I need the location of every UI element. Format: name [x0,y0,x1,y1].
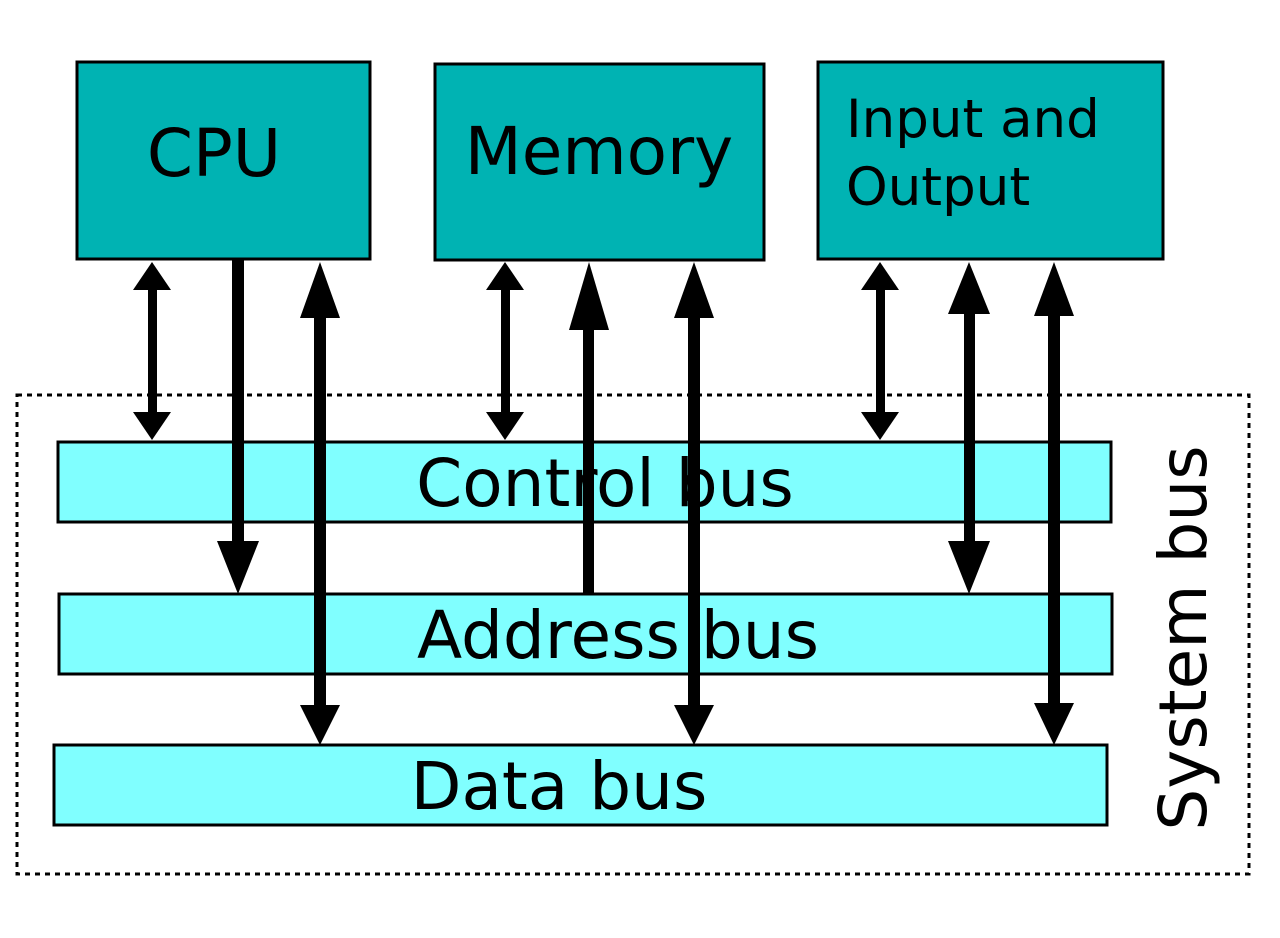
memory-address-arrow [569,262,609,594]
control-bus-label: Control bus [416,445,794,522]
memory-data-arrow [674,262,714,745]
memory-control-arrow [486,262,524,440]
memory-box [433,62,766,262]
io-data-arrow [1034,262,1074,745]
io-label-line1: Input and [846,89,1100,150]
cpu-label: CPU [147,115,281,192]
memory-label: Memory [465,113,733,190]
io-address-arrow [948,262,990,594]
address-bus-label: Address bus [417,597,819,674]
io-box [816,60,1165,261]
cpu-address-arrow [217,259,259,594]
cpu-control-arrow [133,262,171,440]
data-bus-bar [52,743,1109,827]
system-bus-boundary [15,393,1251,876]
system-bus-label: System bus [1145,445,1222,830]
io-control-arrow [861,262,899,440]
cpu-data-arrow [300,262,340,745]
cpu-box [75,60,372,261]
io-label-line2: Output [846,157,1030,218]
data-bus-label: Data bus [411,748,708,825]
